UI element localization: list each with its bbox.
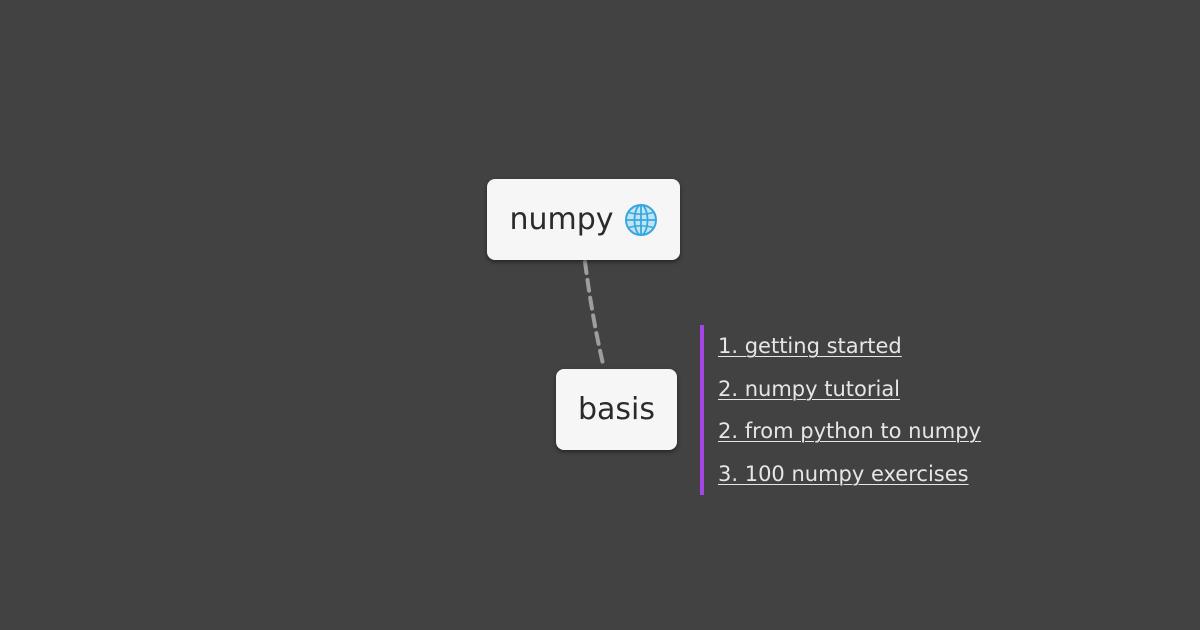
root-node-numpy[interactable]: numpy [487,179,680,260]
link-100-numpy-exercises[interactable]: 3. 100 numpy exercises [718,461,969,486]
globe-icon [624,203,658,237]
link-numpy-tutorial[interactable]: 2. numpy tutorial [718,376,901,401]
list-item: 3. 100 numpy exercises [718,453,981,496]
link-getting-started[interactable]: 1. getting started [718,334,902,358]
link-from-python-to-numpy[interactable]: 2. from python to numpy [718,419,981,443]
list-item: 2. from python to numpy [718,410,981,453]
root-node-label: numpy [509,202,614,237]
child-node-label: basis [577,392,656,427]
list-item: 1. getting started [718,325,981,368]
child-node-basis[interactable]: basis [556,369,677,450]
list-item: 2. numpy tutorial [718,368,981,411]
resource-links-list: 1. getting started 2. numpy tutorial 2. … [700,325,981,495]
